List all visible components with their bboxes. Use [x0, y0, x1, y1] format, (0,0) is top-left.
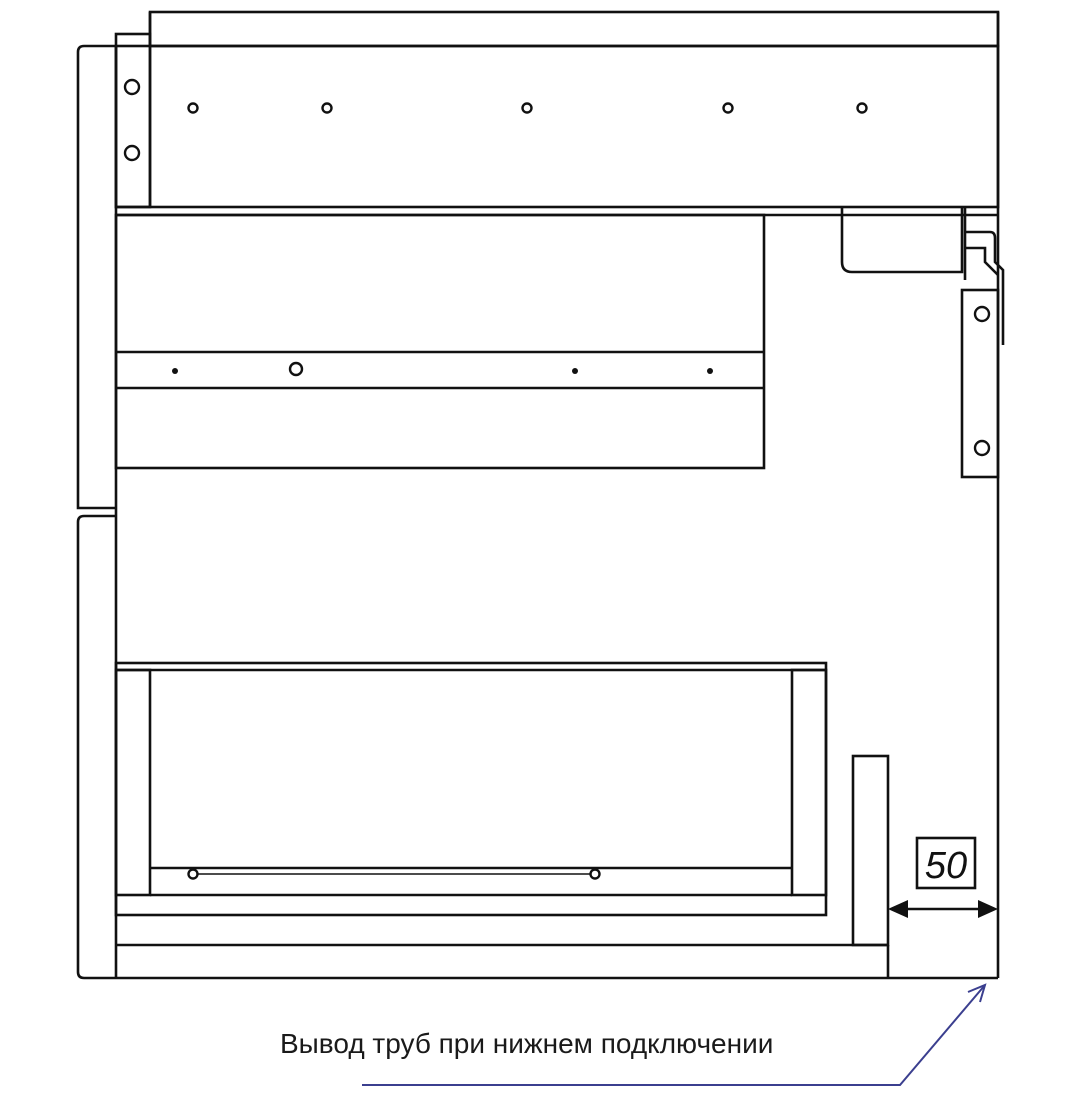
dimension-50: 50 [888, 836, 998, 918]
top-right-bracket [840, 207, 1005, 479]
pipe-outlet-caption: Вывод труб при нижнем подключении [280, 1028, 774, 1059]
lower-drawer [114, 661, 828, 917]
top-board-holes [187, 102, 868, 114]
leader-line [362, 983, 987, 1086]
upper-drawer [114, 213, 766, 470]
left-side-panels [76, 44, 116, 980]
dimension-value: 50 [925, 845, 967, 887]
left-top-bracket [114, 32, 152, 209]
right-side-panel [114, 12, 1000, 980]
top-board [114, 10, 1000, 217]
plinth [116, 754, 890, 978]
